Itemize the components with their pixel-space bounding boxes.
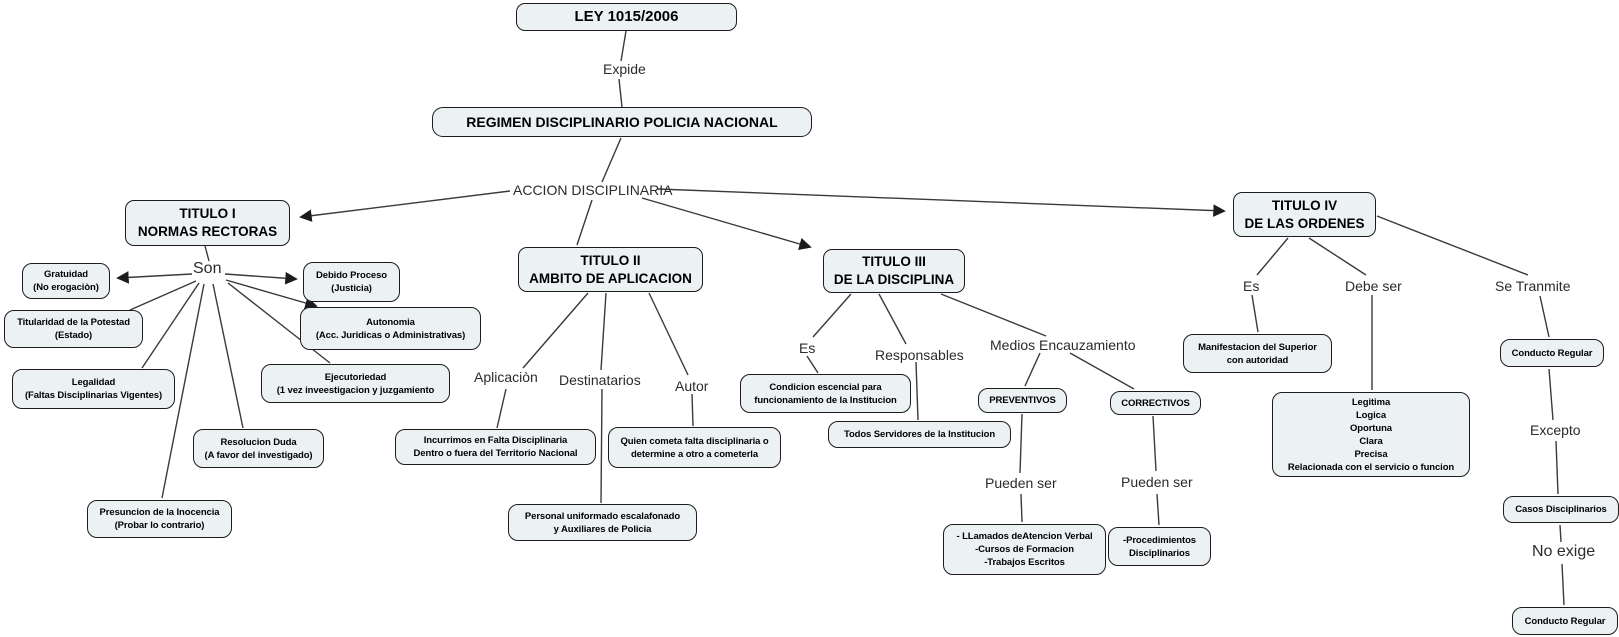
edge-conducto1-excepto	[1548, 368, 1554, 421]
node-titulo-iii[interactable]: TITULO III DE LA DISCIPLINA	[823, 249, 965, 293]
edge-label-accion-disciplinaria[interactable]: ACCION DISCIPLINARIA	[513, 182, 673, 198]
edge-accion-titulo2	[576, 199, 593, 246]
edge-label-responsables[interactable]: Responsables	[875, 347, 964, 363]
edge-label-destinatarios[interactable]: Destinatarios	[559, 372, 641, 388]
edge-expide-regimen	[618, 78, 623, 108]
edge-medios-preventivos	[1024, 352, 1041, 387]
node-regimen[interactable]: REGIMEN DISCIPLINARIO POLICIA NACIONAL	[432, 107, 812, 137]
edge-son-autonomia	[225, 279, 318, 310]
node-conducto-regular-2[interactable]: Conducto Regular	[1512, 607, 1618, 635]
edge-ley-expide	[620, 30, 627, 62]
node-legalidad[interactable]: Legalidad (Faltas Disciplinarias Vigente…	[12, 369, 175, 409]
edge-pueden-procedimientos	[1156, 493, 1160, 526]
node-presuncion[interactable]: Presuncion de la Inocencia (Probar lo co…	[87, 500, 232, 538]
edge-medios-correctivos	[1069, 352, 1135, 390]
node-casos-disciplinarios[interactable]: Casos Disciplinarios	[1503, 496, 1619, 523]
edge-label-no-exige[interactable]: No exige	[1532, 543, 1596, 560]
node-llamados[interactable]: - LLamados deAtencion Verbal -Cursos de …	[943, 524, 1106, 575]
edge-label-pueden-ser-correctivos[interactable]: Pueden ser	[1121, 474, 1193, 490]
node-condicion[interactable]: Condicion escencial para funcionamiento …	[740, 374, 911, 413]
edge-label-se-tranmite[interactable]: Se Tranmite	[1495, 278, 1571, 294]
edge-son-debido	[224, 271, 298, 285]
edge-label-aplicacion[interactable]: Aplicaciòn	[474, 369, 538, 385]
edge-accion-titulo4	[657, 188, 1226, 217]
edge-label-expide[interactable]: Expide	[603, 61, 646, 77]
edge-son-presuncion	[161, 283, 205, 499]
node-incurrimos[interactable]: Incurrimos en Falta Disciplinaria Dentro…	[395, 429, 596, 465]
edge-aplicacion-incurrimos	[496, 388, 507, 429]
edge-son-legalidad	[141, 282, 200, 369]
node-todos-servidores[interactable]: Todos Servidores de la Institucion	[828, 421, 1011, 448]
edge-son-resolucion	[212, 283, 244, 429]
node-legitima[interactable]: Legitima Logica Oportuna Clara Precisa R…	[1272, 392, 1470, 477]
node-manifestacion[interactable]: Manifestacion del Superior con autoridad	[1183, 334, 1332, 373]
node-titulo-i[interactable]: TITULO I NORMAS RECTORAS	[125, 200, 290, 246]
edge-es-condicion	[806, 355, 819, 374]
edge-son-gratuidad	[116, 271, 193, 284]
edge-label-es-disciplina[interactable]: Es	[799, 340, 816, 356]
node-debido-proceso[interactable]: Debido Proceso (Justicia)	[303, 262, 400, 302]
edge-regimen-accion	[601, 137, 622, 183]
node-conducto-regular-1[interactable]: Conducto Regular	[1500, 339, 1604, 367]
edge-titulo4-es	[1256, 237, 1289, 276]
edge-label-medios-encauzamiento[interactable]: Medios Encauzamiento	[990, 337, 1136, 353]
edge-preventivos-pueden	[1019, 413, 1023, 474]
edge-noexige-conducto2	[1561, 563, 1565, 606]
edge-titulo3-es	[812, 293, 852, 338]
edge-excepto-casos	[1555, 440, 1559, 495]
node-titularidad[interactable]: Titularidad de la Potestad (Estado)	[4, 310, 143, 348]
node-correctivos[interactable]: CORRECTIVOS	[1110, 391, 1201, 415]
edge-label-es-ordenes[interactable]: Es	[1243, 278, 1260, 294]
node-autonomia[interactable]: Autonomia (Acc. Juridicas o Administrati…	[300, 307, 481, 350]
edge-label-excepto[interactable]: Excepto	[1530, 422, 1581, 438]
node-personal[interactable]: Personal uniformado escalafonado y Auxil…	[508, 504, 697, 541]
node-procedimientos[interactable]: -Procedimientos Disciplinarios	[1108, 527, 1211, 566]
edge-setranmite-conducto1	[1539, 295, 1550, 338]
edge-casos-noexige	[1559, 524, 1562, 543]
edge-titulo4-debeser	[1308, 237, 1367, 276]
node-quien-cometa[interactable]: Quien cometa falta disciplinaria o deter…	[608, 427, 781, 468]
edge-correctivos-pueden	[1152, 415, 1157, 472]
node-preventivos[interactable]: PREVENTIVOS	[978, 388, 1067, 413]
edge-responsables-todos	[915, 361, 919, 421]
edge-titulo3-medios	[940, 293, 1047, 337]
edge-titulo3-responsables	[878, 293, 907, 345]
edge-titulo2-autor	[648, 292, 689, 376]
node-gratuidad[interactable]: Gratuidad (No erogaciòn)	[22, 263, 110, 299]
edge-titulo1-son	[204, 245, 210, 262]
node-titulo-iv[interactable]: TITULO IV DE LAS ORDENES	[1233, 192, 1376, 237]
edge-titulo2-destinatarios	[600, 292, 607, 371]
node-ejecutoriedad[interactable]: Ejecutoriedad (1 vez inveestigacion y ju…	[261, 364, 450, 403]
edge-label-autor[interactable]: Autor	[675, 378, 709, 394]
edge-label-pueden-ser-preventivos[interactable]: Pueden ser	[985, 475, 1057, 491]
edge-es-manifestacion	[1251, 294, 1259, 333]
edge-autor-quien	[691, 393, 694, 427]
edge-accion-titulo1	[299, 190, 511, 222]
edge-pueden-llamados	[1020, 493, 1023, 523]
node-titulo-ii[interactable]: TITULO II AMBITO DE APLICACION	[518, 247, 703, 292]
edge-titulo2-aplicacion	[522, 292, 589, 369]
edge-label-debe-ser[interactable]: Debe ser	[1345, 278, 1402, 294]
node-resolucion[interactable]: Resolucion Duda (A favor del investigado…	[193, 429, 324, 468]
edge-destinatarios-personal	[600, 388, 603, 504]
edge-label-son[interactable]: Son	[193, 260, 222, 277]
node-ley[interactable]: LEY 1015/2006	[516, 3, 737, 31]
edge-accion-titulo3	[641, 197, 812, 251]
edge-son-titularidad	[129, 280, 197, 311]
edge-titulo4-setranmite	[1376, 215, 1529, 276]
